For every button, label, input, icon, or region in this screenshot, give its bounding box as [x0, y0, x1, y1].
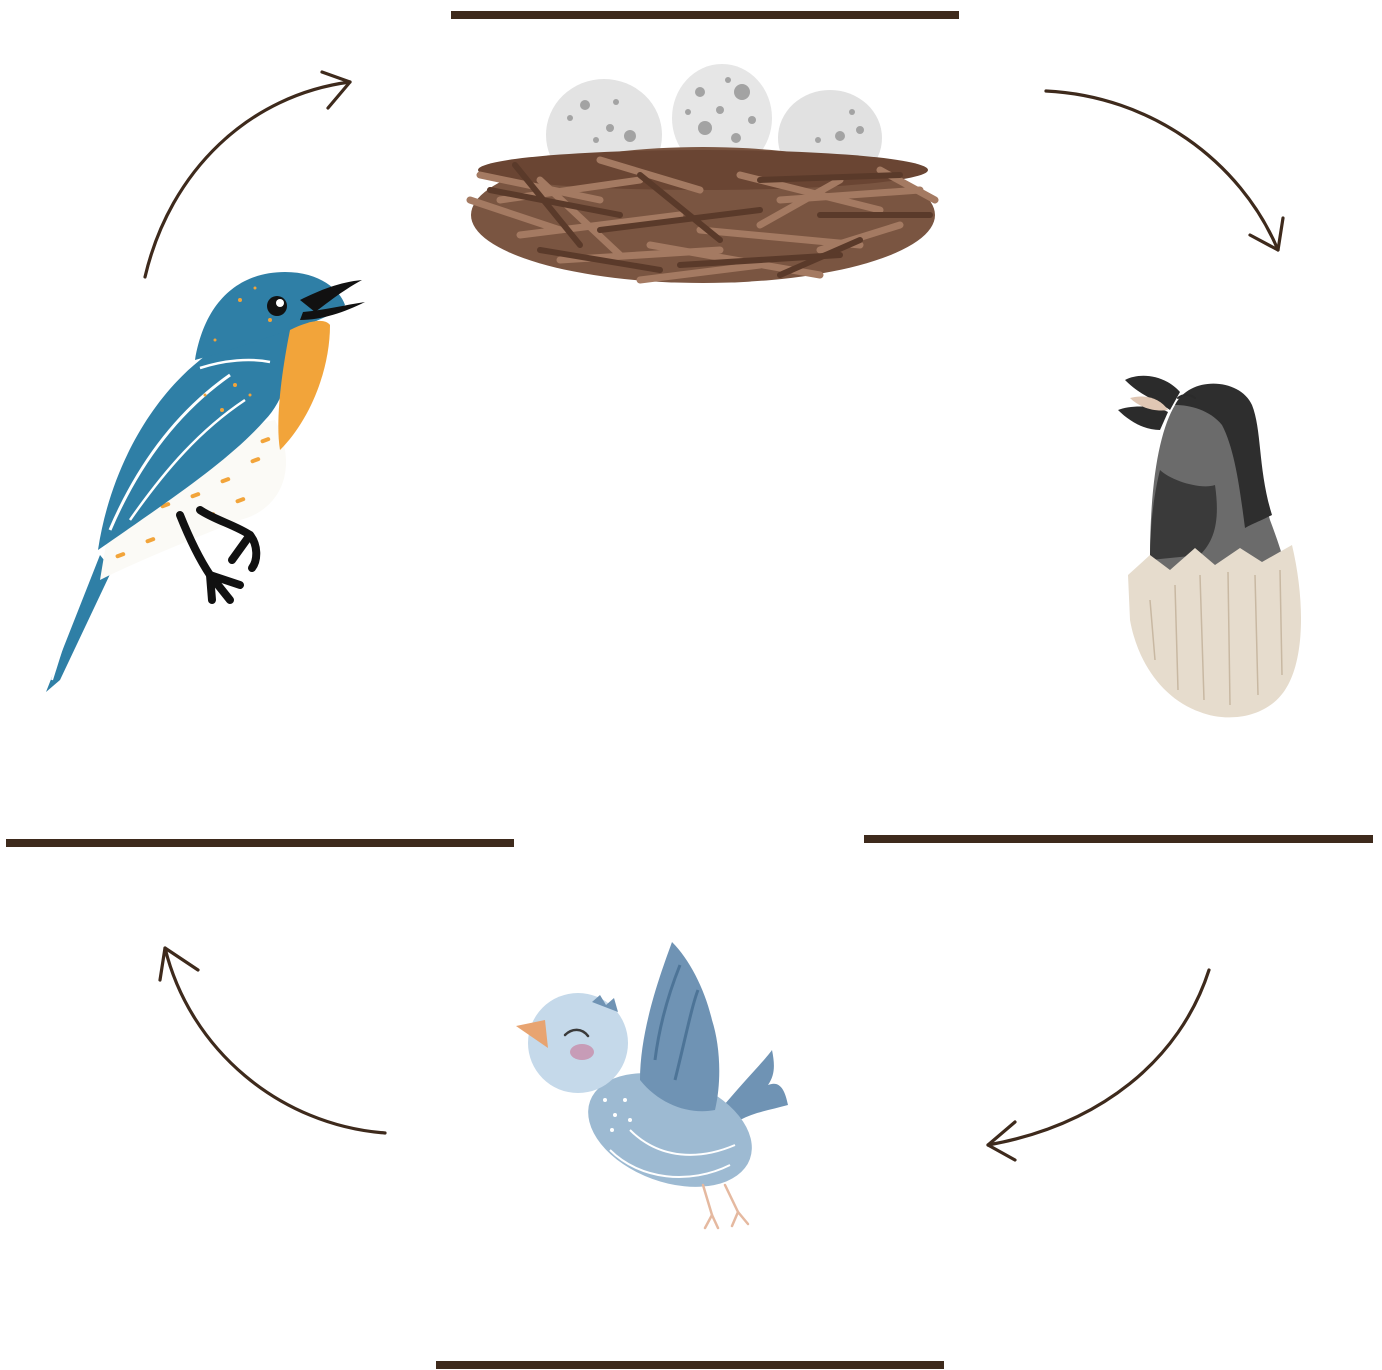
- nest-with-eggs-icon: [470, 64, 935, 283]
- arrow-hatchling-to-fledgling: [988, 970, 1209, 1160]
- arrow-adult-to-eggs: [145, 72, 350, 277]
- hatching-chick-icon: [1118, 376, 1301, 718]
- adult-bird-icon: [46, 272, 365, 692]
- arrow-fledgling-to-adult: [160, 948, 385, 1133]
- fledgling-bird-icon: [516, 942, 788, 1228]
- arrow-eggs-to-hatchling: [1046, 91, 1283, 250]
